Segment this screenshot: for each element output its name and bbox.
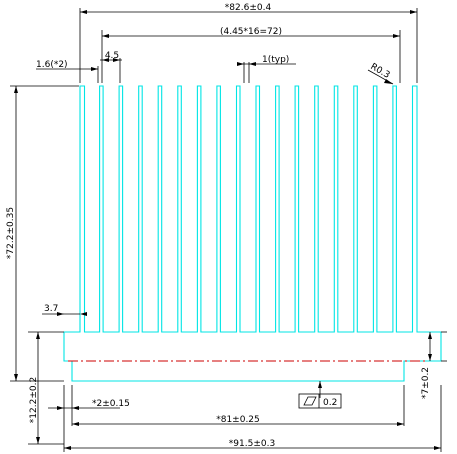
overall-fin-width-label: *82.6±0.4 <box>225 3 272 13</box>
arrowheads <box>14 10 441 450</box>
first-pitch-label: 4.5 <box>105 51 119 61</box>
flatness-frame <box>298 393 342 409</box>
extension-lines <box>10 8 447 452</box>
base-total-thickness-label: *12.2±0.2 <box>29 377 39 423</box>
flatness-callout <box>298 381 342 409</box>
fin-pitch-label: (4.45*16=72) <box>220 27 282 37</box>
flatness-icon <box>303 396 317 406</box>
base-plate-thickness-label: *7±0.2 <box>421 367 431 399</box>
dimension-lines <box>15 11 441 449</box>
fin-tip-label: 1(typ) <box>262 55 289 65</box>
recess-offset-label: *2±0.15 <box>92 399 130 409</box>
flatness-value-label: 0.2 <box>323 398 337 408</box>
heatsink-profile <box>63 85 442 382</box>
outer-fin-thickness-label: 1.6(*2) <box>36 60 68 70</box>
overall-base-width-label: *91.5±0.3 <box>229 439 275 449</box>
base-step-label: 3.7 <box>44 304 58 314</box>
recess-width-label: *81±0.25 <box>216 415 260 425</box>
tip-radius-label: R0.3 <box>369 62 392 81</box>
overall-height-label: *72.2±0.35 <box>6 207 16 259</box>
